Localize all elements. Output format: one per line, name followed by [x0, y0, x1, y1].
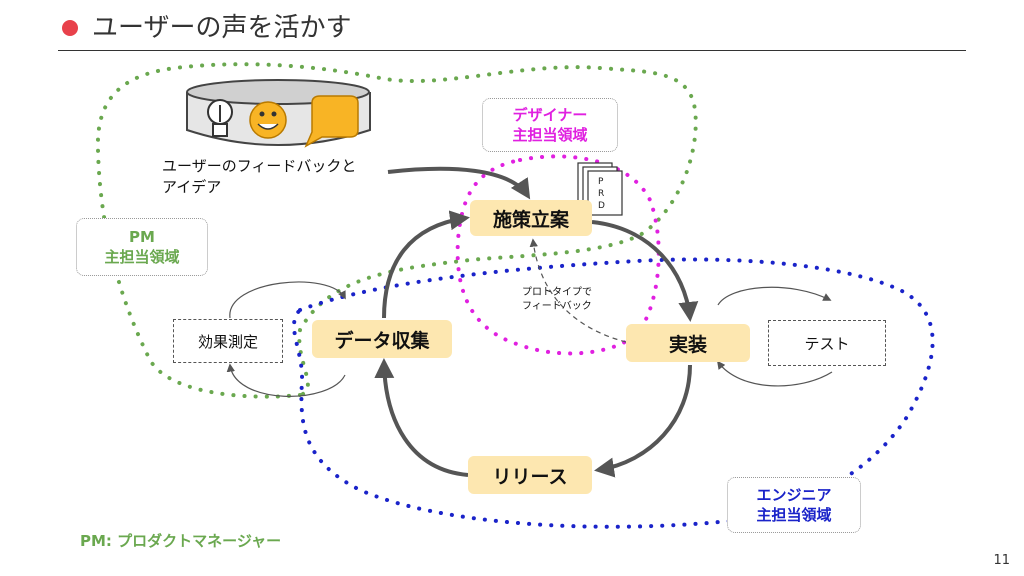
prd-letter-p: P: [598, 177, 604, 187]
test-loop-bottom: [717, 360, 833, 387]
test-loop-top: [717, 286, 832, 306]
arrow-data-to-plan: [382, 210, 470, 319]
feedback-note: ユーザーのフィードバックと アイデア: [162, 156, 356, 198]
feedback-note-line2: アイデア: [162, 178, 222, 196]
measure-loop-top: [229, 281, 346, 319]
title-divider: [58, 50, 966, 51]
measure-loop-bottom: [226, 363, 346, 397]
engineer-role-line2: 主担当領域: [756, 506, 832, 524]
step-plan: 施策立案: [470, 200, 592, 236]
arrow-implement-to-release: [594, 364, 692, 478]
title-bullet-icon: [62, 20, 78, 36]
page-number: 11: [993, 553, 1010, 568]
feedback-note-line1: ユーザーのフィードバックと: [162, 157, 357, 175]
pm-legend: PM: プロダクトマネージャー: [80, 532, 282, 550]
prototype-note-line1: プロトタイプで: [522, 287, 592, 298]
smiley-icon: [249, 101, 287, 139]
step-data-collection: データ収集: [312, 320, 452, 358]
step-implement: 実装: [626, 324, 750, 362]
prototype-note-line2: フィードバック: [522, 301, 592, 312]
step-release: リリース: [468, 456, 592, 494]
measure-box: 効果測定: [173, 319, 283, 363]
pm-role-line1: PM: [129, 228, 155, 246]
pm-region-outline: [95, 62, 698, 399]
lightbulb-icon: [207, 99, 233, 137]
designer-role-line1: デザイナー: [512, 106, 588, 124]
prd-letter-d: D: [598, 201, 605, 211]
designer-role-line2: 主担当領域: [512, 126, 588, 144]
test-box: テスト: [768, 320, 886, 366]
arrow-release-to-data: [374, 358, 469, 477]
prototype-feedback-arrow: [529, 238, 627, 343]
engineer-role-label: エンジニア 主担当領域: [727, 477, 861, 533]
pm-role-line2: 主担当領域: [104, 248, 180, 266]
speech-bubble-icon: [304, 95, 359, 148]
designer-role-label: デザイナー 主担当領域: [482, 98, 618, 152]
prd-letter-r: R: [598, 189, 604, 199]
prototype-note: プロトタイプで フィードバック: [522, 286, 592, 314]
slide-title: ユーザーの声を活かす: [92, 13, 352, 43]
designer-region-outline: [455, 154, 661, 356]
engineer-role-line1: エンジニア: [756, 486, 832, 504]
feedback-arrow: [387, 166, 531, 200]
pm-role-label: PM 主担当領域: [76, 218, 208, 276]
arrow-plan-to-implement: [591, 220, 699, 322]
